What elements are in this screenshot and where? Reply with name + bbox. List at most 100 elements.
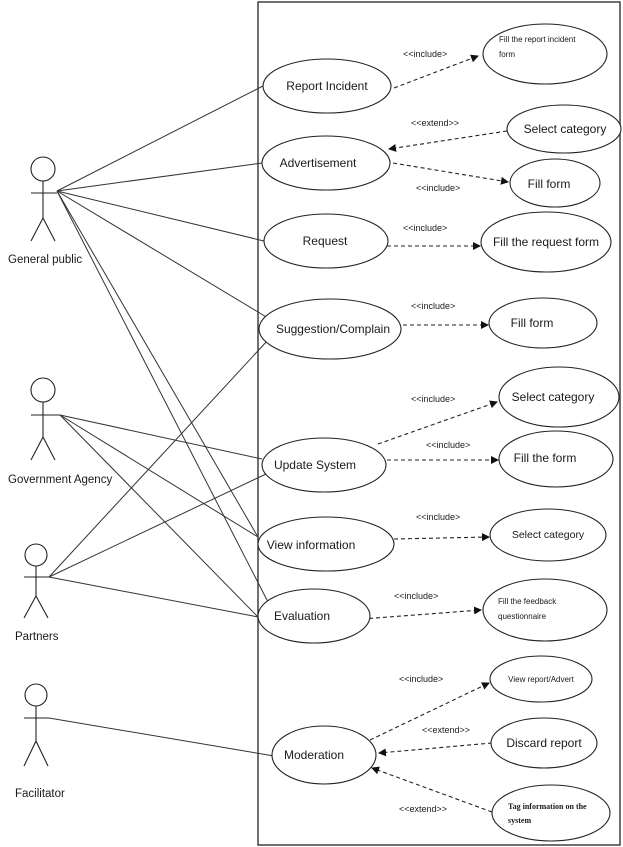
actor-leg-right xyxy=(35,595,49,619)
assoc-partners-update-system xyxy=(48,473,267,578)
include-advertisement-fill-form xyxy=(392,162,509,185)
use-case-ellipse[interactable] xyxy=(498,366,620,428)
use-case-label: View information xyxy=(267,538,356,552)
include-moderation-view-report xyxy=(369,682,490,741)
use-case-label: Suggestion/Complain xyxy=(276,322,390,336)
actor-partners: Partners xyxy=(15,543,59,643)
sub-case-fill-report-form[interactable]: Fill the report incident form xyxy=(482,23,608,85)
extend-advertisement-select-category xyxy=(388,130,508,152)
actor-leg-right xyxy=(35,740,49,767)
use-case-label-line1: Tag information on the xyxy=(508,802,587,811)
associations xyxy=(24,85,275,757)
actor-leg-right xyxy=(42,436,56,461)
use-case-ellipse[interactable] xyxy=(257,588,371,644)
sub-case-tag-information[interactable]: Tag information on the system xyxy=(491,784,611,842)
actor-leg-left xyxy=(23,740,37,767)
use-case-label: Fill form xyxy=(528,177,571,191)
use-case-ellipse[interactable] xyxy=(498,430,614,488)
use-case-label-line2: questionnaire xyxy=(498,612,547,621)
assoc-facilitator-moderation xyxy=(48,717,275,757)
actor-head xyxy=(30,156,56,182)
use-case-ellipse[interactable] xyxy=(482,578,608,642)
use-case-evaluation[interactable]: Evaluation xyxy=(257,588,371,644)
include-view-information xyxy=(393,533,490,542)
include-label: <<include> xyxy=(394,591,438,601)
sub-case-fill-request-form[interactable]: Fill the request form xyxy=(480,211,612,273)
actor-label: Partners xyxy=(15,631,59,643)
use-case-ellipse[interactable] xyxy=(261,437,387,493)
use-case-ellipse[interactable] xyxy=(262,58,392,114)
use-case-label: Select category xyxy=(524,122,607,136)
extend-label: <<extend>> xyxy=(422,725,470,735)
include-label: <<include> xyxy=(416,183,460,193)
use-case-ellipse[interactable] xyxy=(491,784,611,842)
system-boundary xyxy=(257,1,621,846)
use-case-ellipse[interactable] xyxy=(490,717,598,769)
use-case-label: Advertisement xyxy=(280,156,357,170)
use-case-update-system[interactable]: Update System xyxy=(261,437,387,493)
use-case-ellipse[interactable] xyxy=(258,298,402,360)
use-case-label: Fill the form xyxy=(514,451,577,465)
actor-general-public: General public xyxy=(8,156,82,266)
use-case-label: Fill the request form xyxy=(493,235,599,249)
actor-leg-left xyxy=(30,217,44,242)
sub-case-select-category-1[interactable]: Select category xyxy=(506,104,622,154)
actor-leg-right xyxy=(42,217,56,242)
actor-head xyxy=(24,543,48,567)
extend-moderation-tag-information xyxy=(371,766,493,813)
sub-case-fill-the-form[interactable]: Fill the form xyxy=(498,430,614,488)
include-label: <<include> xyxy=(399,674,443,684)
actor-facilitator: Facilitator xyxy=(15,683,65,800)
use-case-request[interactable]: Request xyxy=(263,213,389,269)
use-case-moderation[interactable]: Moderation xyxy=(271,725,377,785)
use-case-label: Discard report xyxy=(506,736,582,750)
extend-label: <<extend>> xyxy=(411,118,459,128)
actor-label: Facilitator xyxy=(15,788,65,800)
sub-case-fill-feedback[interactable]: Fill the feedback questionnaire xyxy=(482,578,608,642)
sub-case-view-report-advert[interactable]: View report/Advert xyxy=(489,655,593,703)
include-update-select-category xyxy=(377,400,498,445)
include-label: <<include> xyxy=(416,512,460,522)
use-case-label-line2: form xyxy=(499,50,515,59)
assoc-general-public-report-incident xyxy=(56,85,264,192)
use-case-ellipse[interactable] xyxy=(488,297,598,349)
include-evaluation xyxy=(361,606,482,620)
use-case-label-line1: Fill the feedback xyxy=(498,597,557,606)
actor-label: Government Agency xyxy=(8,474,112,486)
include-label: <<include> xyxy=(403,223,447,233)
use-case-label-line2: system xyxy=(508,816,531,825)
use-case-suggestion[interactable]: Suggestion/Complain xyxy=(258,298,402,360)
use-case-view-information[interactable]: View information xyxy=(257,516,395,572)
sub-case-discard-report[interactable]: Discard report xyxy=(490,717,598,769)
assoc-general-public-view-information xyxy=(56,190,259,538)
sub-case-fill-form-2[interactable]: Fill form xyxy=(488,297,598,349)
use-case-advertisement[interactable]: Advertisement xyxy=(261,135,391,191)
actor-label: General public xyxy=(8,254,82,266)
use-case-ellipse[interactable] xyxy=(257,516,395,572)
use-case-report-incident[interactable]: Report Incident xyxy=(262,58,392,114)
assoc-partners-evaluation xyxy=(48,576,259,618)
use-case-label: Select category xyxy=(512,529,585,541)
use-case-ellipse[interactable] xyxy=(509,158,601,208)
use-case-ellipse[interactable] xyxy=(489,655,593,703)
use-case-ellipse[interactable] xyxy=(480,211,612,273)
assoc-government-view-information xyxy=(59,414,259,538)
sub-case-select-category-3[interactable]: Select category xyxy=(489,508,607,562)
sub-case-fill-form-1[interactable]: Fill form xyxy=(509,158,601,208)
use-case-ellipse[interactable] xyxy=(506,104,622,154)
use-case-ellipse[interactable] xyxy=(482,23,608,85)
use-case-ellipse[interactable] xyxy=(271,725,377,785)
use-case-ellipse[interactable] xyxy=(263,213,389,269)
stereotype-labels: <<include> <<extend>> <<include> <<inclu… xyxy=(394,49,470,814)
use-case-ellipse[interactable] xyxy=(489,508,607,562)
assoc-general-public-evaluation xyxy=(56,190,269,603)
use-case-label: Evaluation xyxy=(274,609,330,623)
use-case-ellipse[interactable] xyxy=(261,135,391,191)
assoc-general-public-suggestion xyxy=(56,190,269,319)
assoc-partners-suggestion xyxy=(48,339,269,578)
use-case-label-line1: Fill the report incident xyxy=(499,35,576,44)
include-label: <<include> xyxy=(411,394,455,404)
include-label: <<include> xyxy=(403,49,447,59)
sub-case-select-category-2[interactable]: Select category xyxy=(498,366,620,428)
